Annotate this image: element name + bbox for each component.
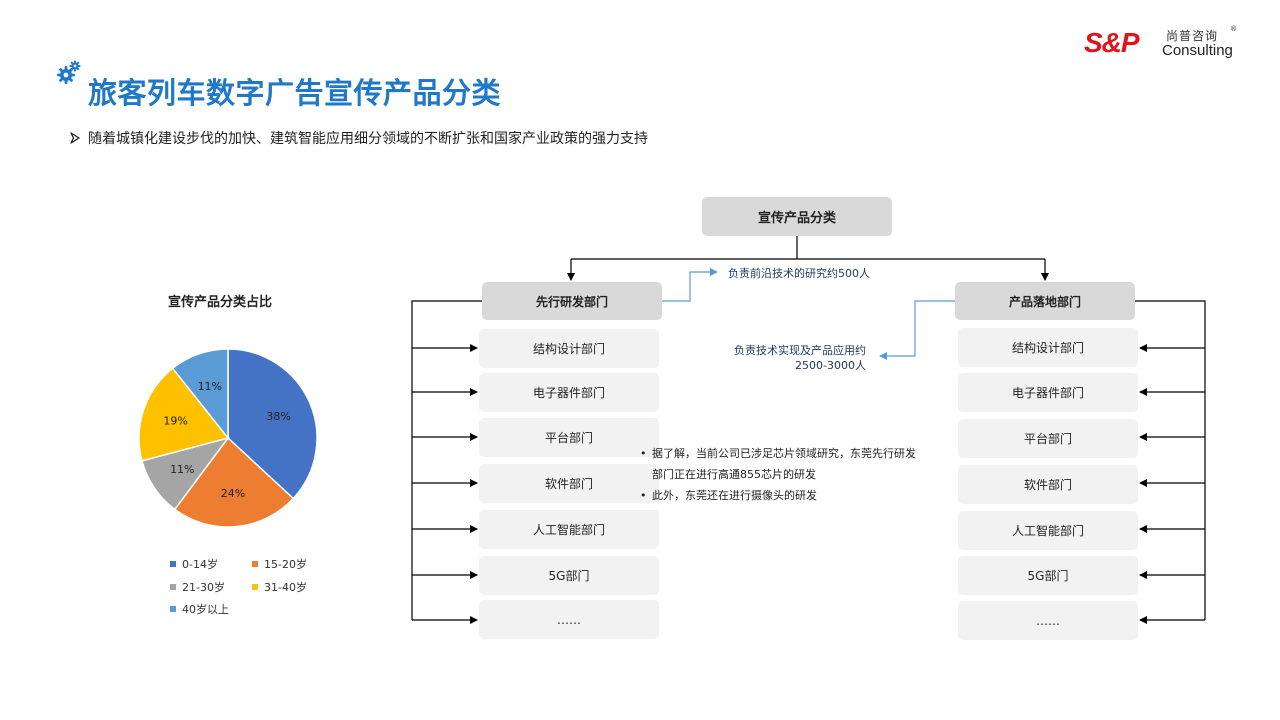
company-logo: S&P 尚普咨询 ® Consulting [1084, 25, 1244, 65]
right-dept-electronics: 电子器件部门 [958, 373, 1138, 412]
left-dept-electronics: 电子器件部门 [479, 373, 659, 412]
pie-slice-label: 11% [170, 463, 194, 476]
legend-label: 21-30岁 [182, 581, 225, 594]
bullet-marker: • [640, 489, 647, 502]
right-dept-software: 软件部门 [958, 465, 1138, 504]
research-headcount-note: 负责前沿技术的研究约500人 [728, 267, 870, 280]
right-spine [1135, 300, 1206, 620]
pie-slice-label: 11% [198, 380, 222, 393]
pie-chart: 38% 24% 11% 19% 11% [138, 348, 318, 528]
bullet-item: • 此外，东莞还在进行摄像头的研发 [640, 485, 916, 506]
left-dept-platform: 平台部门 [479, 418, 659, 457]
legend-swatch [252, 584, 258, 590]
org-head-research: 先行研发部门 [482, 282, 662, 320]
gears-icon [57, 60, 81, 84]
left-dept-software: 软件部门 [479, 464, 659, 503]
pie-slice [227, 348, 318, 500]
bullet-text: 此外，东莞还在进行摄像头的研发 [652, 489, 817, 502]
legend-label: 0-14岁 [182, 558, 218, 571]
legend-label: 31-40岁 [264, 581, 307, 594]
pie-slice-label: 24% [221, 487, 245, 500]
left-dept-ai: 人工智能部门 [479, 510, 659, 549]
subtitle-text: 随着城镇化建设步伐的加快、建筑智能应用细分领域的不断扩张和国家产业政策的强力支持 [88, 131, 648, 147]
left-spine [411, 300, 482, 620]
legend-item-21-30: 21-30岁 [170, 579, 225, 595]
org-head-product: 产品落地部门 [955, 282, 1135, 320]
bullet-continuation: 部门正在进行高通855芯片的研发 [652, 468, 816, 481]
right-dept-ai: 人工智能部门 [958, 511, 1138, 550]
left-dept-5g: 5G部门 [479, 556, 659, 595]
pie-slice [173, 436, 295, 528]
legend-item-40-plus: 40岁以上 [170, 601, 229, 617]
left-dept-structure: 结构设计部门 [479, 329, 659, 368]
info-bullets: • 据了解，当前公司已涉足芯片领域研究，东莞先行研发 部门正在进行高通855芯片… [640, 443, 916, 506]
product-note-line2: 2500-3000人 [795, 359, 866, 372]
pie-slice [171, 348, 229, 441]
arrow-bullet-icon [70, 132, 80, 144]
pie-slice-label: 38% [266, 410, 290, 423]
right-note-arrow [879, 300, 955, 360]
right-dept-platform: 平台部门 [958, 419, 1138, 458]
product-note-line1: 负责技术实现及产品应用约 [734, 344, 866, 357]
legend-swatch [170, 561, 176, 567]
product-headcount-note: 负责技术实现及产品应用约 2500-3000人 [696, 343, 866, 373]
legend-swatch [170, 584, 176, 590]
bullet-item: • 据了解，当前公司已涉足芯片领域研究，东莞先行研发 [640, 443, 916, 464]
logo-mark: S&P [1084, 27, 1140, 58]
subtitle: 随着城镇化建设步伐的加快、建筑智能应用细分领域的不断扩张和国家产业政策的强力支持 [68, 128, 648, 148]
pie-slice-label: 19% [163, 415, 187, 428]
legend-label: 40岁以上 [182, 603, 229, 616]
legend-item-0-14: 0-14岁 [170, 556, 218, 572]
bullet-text: 据了解，当前公司已涉足芯片领域研究，东莞先行研发 [652, 447, 916, 460]
left-note-arrow [662, 268, 718, 302]
legend-item-31-40: 31-40岁 [252, 579, 307, 595]
logo-english-name: Consulting [1162, 42, 1233, 59]
pie-chart-title: 宣传产品分类占比 [168, 295, 273, 310]
legend-label: 15-20岁 [264, 558, 307, 571]
pie-slice [138, 367, 230, 462]
right-dept-structure: 结构设计部门 [958, 328, 1138, 367]
right-dept-more: …… [958, 601, 1138, 640]
legend-item-15-20: 15-20岁 [252, 556, 307, 572]
right-dept-5g: 5G部门 [958, 556, 1138, 595]
left-dept-more: …… [479, 600, 659, 639]
legend-swatch [252, 561, 258, 567]
logo-registered-mark: ® [1230, 25, 1237, 33]
bullet-marker: • [640, 447, 647, 460]
org-root-box: 宣传产品分类 [702, 197, 892, 236]
logo-chinese-name: 尚普咨询 [1166, 29, 1219, 43]
page-title: 旅客列车数字广告宣传产品分类 [88, 76, 502, 110]
legend-swatch [170, 606, 176, 612]
